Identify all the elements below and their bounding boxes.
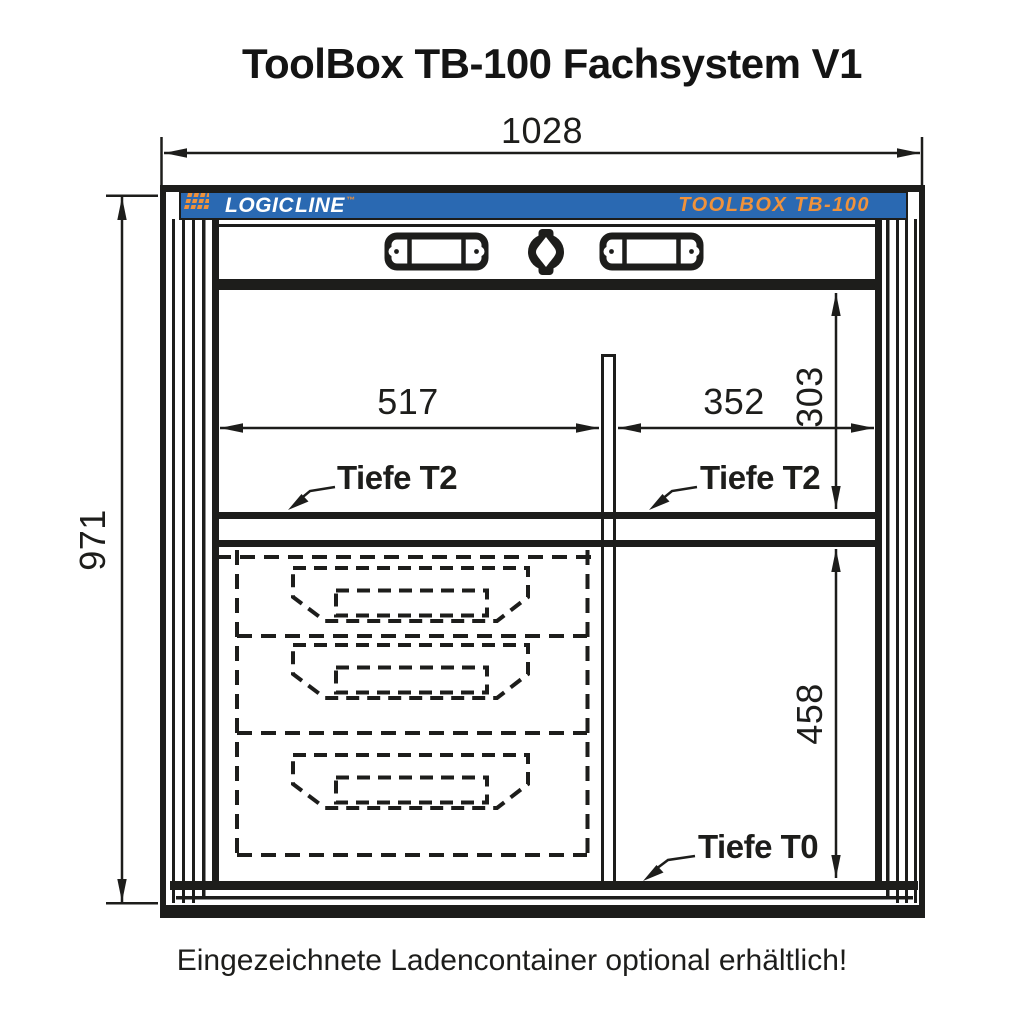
- leader-tiefe-t2-right: Tiefe T2: [649, 459, 821, 510]
- label-tiefe-t2-left: Tiefe T2: [337, 459, 457, 496]
- dim-left-width: 517: [220, 381, 599, 433]
- label-tiefe-t0: Tiefe T0: [698, 828, 818, 865]
- lock-icon: [528, 229, 564, 275]
- drawer-front-3: [291, 753, 530, 810]
- drawer-front-1: [291, 566, 530, 623]
- compartment-divider: [601, 354, 616, 883]
- shelf-bottom-line: [212, 540, 882, 547]
- dim-overall-width: 1028: [160, 110, 924, 191]
- logo-trademark: ™: [345, 194, 356, 205]
- logo-text-logic: LOGIC: [225, 193, 294, 217]
- logicline-logo: LOGIC LINE ™: [184, 193, 356, 218]
- dim-upper-height: 303: [789, 293, 841, 509]
- handle-left-icon: [384, 232, 489, 271]
- drawer-front-2: [291, 643, 530, 700]
- drawer-container-outline: [216, 550, 597, 862]
- dim-right-width: 352: [618, 381, 874, 433]
- dim-label-upper-height: 303: [789, 366, 830, 428]
- handle-right-icon: [599, 232, 704, 271]
- dim-lower-height: 458: [789, 549, 841, 878]
- brand-bar: LOGIC LINE ™ TOOLBOX TB-100: [179, 191, 908, 220]
- logo-grid-icon: [184, 193, 209, 209]
- dim-label-overall-height: 971: [72, 509, 113, 571]
- dim-label-overall-width: 1028: [501, 110, 583, 151]
- logo-text-line: LINE: [295, 193, 345, 217]
- leader-tiefe-t0: Tiefe T0: [643, 828, 819, 881]
- leader-tiefe-t2-left: Tiefe T2: [288, 459, 458, 510]
- cabinet-frame: [160, 185, 925, 918]
- footer-note: Eingezeichnete Ladencontainer optional e…: [176, 944, 848, 977]
- model-label: TOOLBOX TB-100: [678, 194, 870, 216]
- dim-label-right-width: 352: [703, 381, 765, 422]
- dim-label-lower-height: 458: [789, 683, 830, 745]
- label-tiefe-t2-right: Tiefe T2: [700, 459, 820, 496]
- dim-overall-height: 971: [72, 194, 158, 905]
- drawing-title: ToolBox TB-100 Fachsystem V1: [241, 40, 863, 87]
- shelf-top-line: [212, 512, 882, 519]
- dim-label-left-width: 517: [377, 381, 439, 422]
